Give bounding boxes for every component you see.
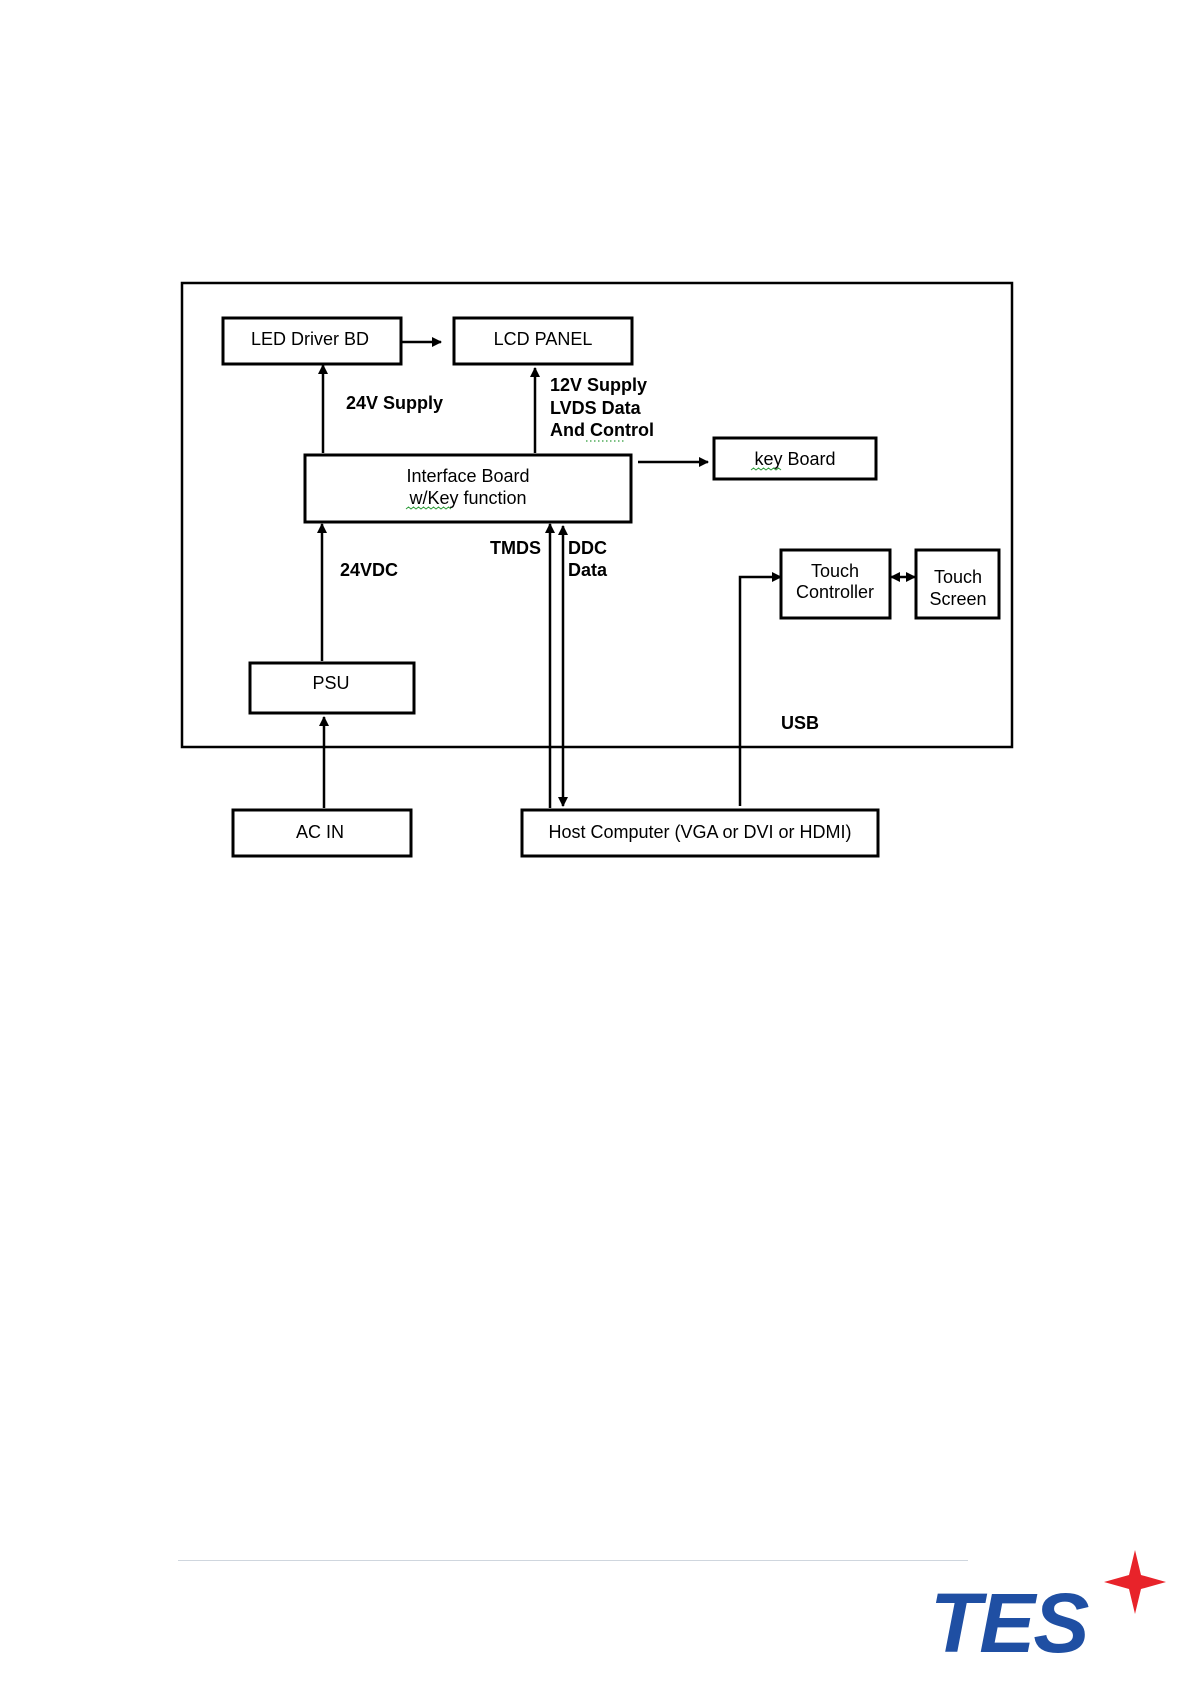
footer-rule (178, 1560, 968, 1561)
host-computer-label: Host Computer (VGA or DVI or HDMI) (548, 822, 851, 842)
psu-label: PSU (312, 673, 349, 693)
interface-board-label-line2: w/Key function (408, 488, 526, 508)
interface-board-label-function: function (458, 488, 526, 508)
edge-label-data: Data (568, 560, 608, 580)
key-board-label-board: Board (782, 449, 835, 469)
tes-logo: TES (930, 1540, 1170, 1660)
touch-controller-label-line1: Touch (811, 561, 859, 581)
four-point-star-icon (1104, 1550, 1166, 1614)
edge-label-tmds: TMDS (490, 538, 541, 558)
touch-screen-label-line2: Screen (929, 589, 986, 609)
edge-label-ddc: DDC (568, 538, 607, 558)
touch-screen-label-line1: Touch (934, 567, 982, 587)
touch-controller-label-line2: Controller (796, 582, 874, 602)
ac-in-label: AC IN (296, 822, 344, 842)
edge-label-24v-supply: 24V Supply (346, 393, 443, 413)
edge-host-to-touch-usb (740, 577, 781, 806)
lcd-panel-label: LCD PANEL (494, 329, 593, 349)
logo-wordmark: TES (930, 1576, 1089, 1660)
key-board-label-key: key (754, 449, 782, 469)
edge-label-usb: USB (781, 713, 819, 733)
key-board-label: key Board (754, 449, 835, 469)
edge-label-12v-supply: 12V Supply (550, 375, 647, 395)
interface-board-label-line1: Interface Board (406, 466, 529, 486)
edge-label-24vdc: 24VDC (340, 560, 398, 580)
edge-label-lvds-data: LVDS Data (550, 398, 642, 418)
led-driver-label: LED Driver BD (251, 329, 369, 349)
interface-board-label-key: w/Key (408, 488, 458, 508)
edge-label-and-control: And Control (550, 420, 654, 440)
